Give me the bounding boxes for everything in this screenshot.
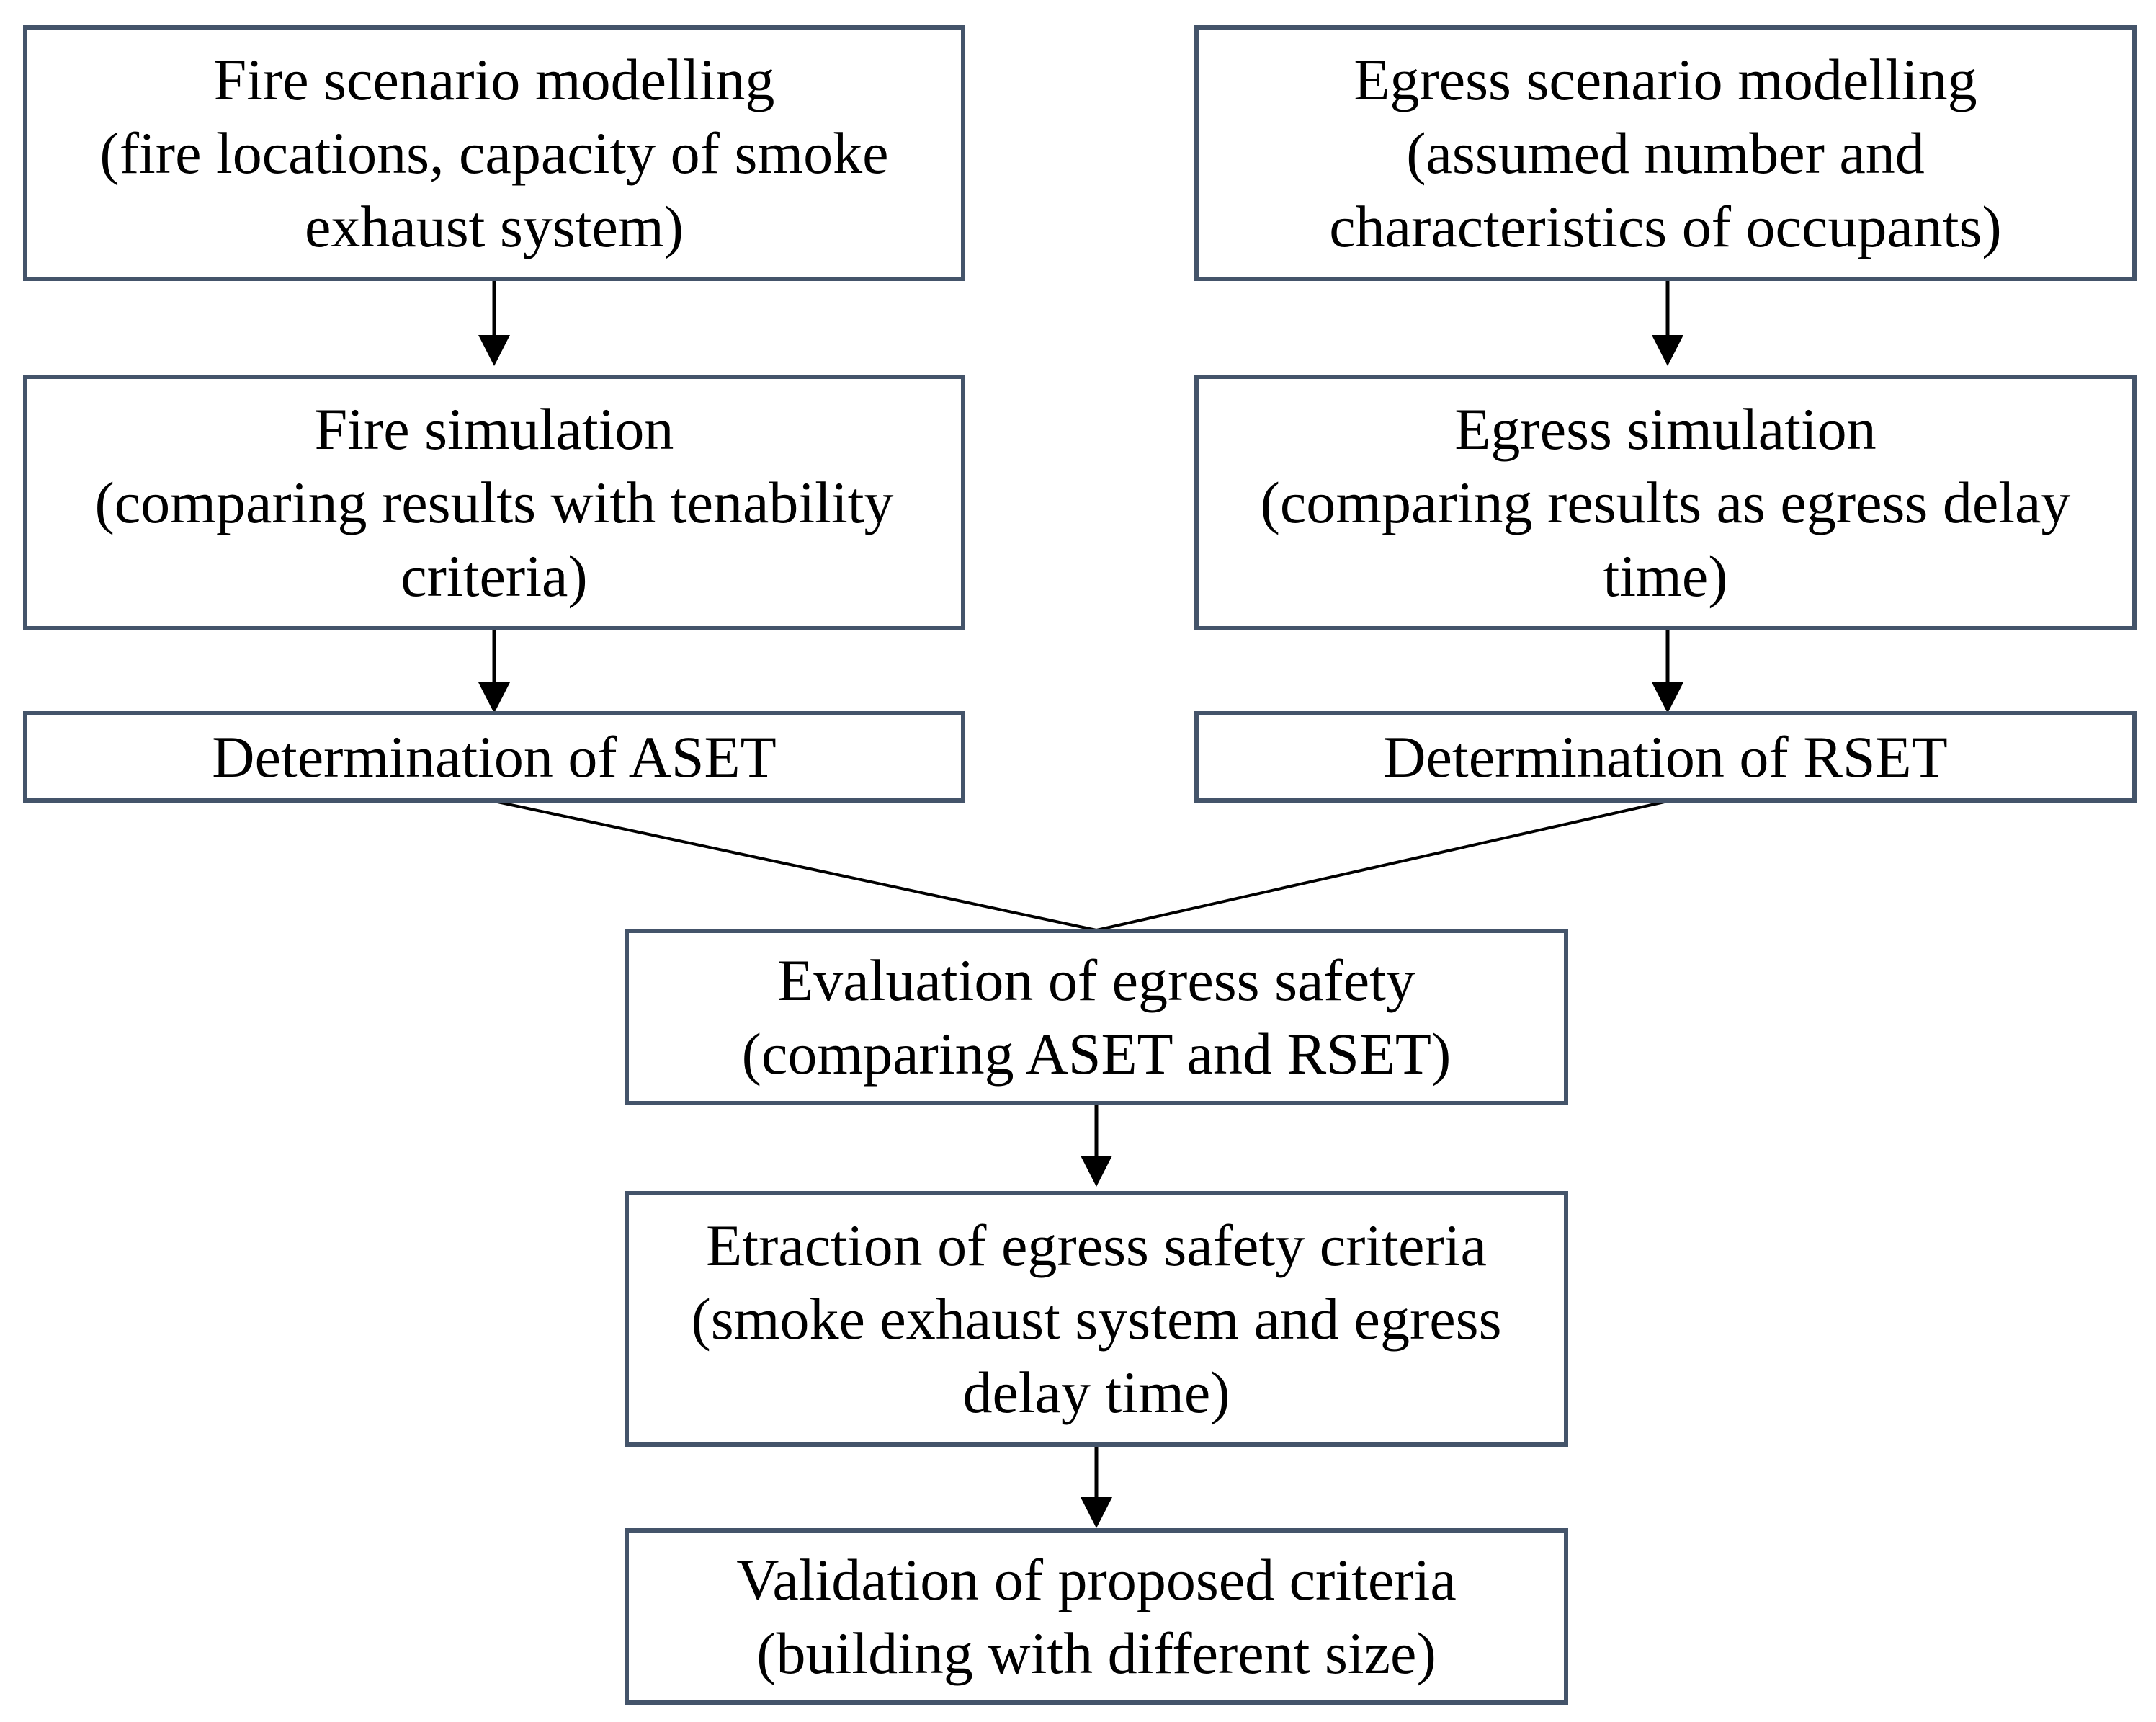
egress-simulation-detail-line-1: (comparing results as egress delay: [1260, 469, 2071, 535]
egress-scenario-title: Egress scenario modelling: [1354, 46, 1977, 112]
arrow-egress-simulation-to-rset: [1652, 629, 1683, 713]
egress-scenario-box: Egress scenario modelling (assumed numbe…: [1194, 25, 2137, 281]
egress-simulation-detail-line-2: time): [1603, 543, 1728, 609]
fire-simulation-detail-line-1: (comparing results with tenability: [94, 469, 894, 535]
evaluation-box: Evaluation of egress safety (comparing A…: [625, 929, 1568, 1105]
fire-simulation-title: Fire simulation: [314, 396, 674, 462]
extraction-detail-line-2: delay time): [962, 1359, 1230, 1425]
extraction-detail-line-1: (smoke exhaust system and egress: [691, 1285, 1502, 1352]
egress-scenario-detail-line-1: (assumed number and: [1406, 120, 1925, 186]
fire-scenario-box: Fire scenario modelling (fire locations,…: [23, 25, 965, 281]
rset-label: Determination of RSET: [1383, 723, 1948, 790]
validation-detail: (building with different size): [756, 1620, 1436, 1686]
fire-simulation-detail-line-2: criteria): [401, 543, 588, 609]
arrow-fire-simulation-to-aset: [478, 629, 510, 713]
egress-simulation-box: Egress simulation (comparing results as …: [1194, 375, 2137, 630]
arrow-evaluation-to-extraction: [1081, 1104, 1112, 1187]
validation-box: Validation of proposed criteria (buildin…: [625, 1528, 1568, 1705]
validation-title: Validation of proposed criteria: [736, 1546, 1457, 1612]
evaluation-detail: (comparing ASET and RSET): [741, 1020, 1452, 1087]
rset-box: Determination of RSET: [1194, 711, 2137, 803]
extraction-box: Etraction of egress safety criteria (smo…: [625, 1191, 1568, 1447]
evaluation-title: Evaluation of egress safety: [777, 947, 1415, 1013]
extraction-title: Etraction of egress safety criteria: [706, 1212, 1487, 1278]
merge-line-aset: [493, 800, 1097, 932]
aset-label: Determination of ASET: [212, 723, 777, 790]
fire-scenario-detail-line-1: (fire locations, capacity of smoke: [99, 120, 889, 186]
arrow-fire-scenario-to-fire-simulation: [478, 280, 510, 366]
aset-box: Determination of ASET: [23, 711, 965, 803]
egress-simulation-title: Egress simulation: [1454, 396, 1877, 462]
arrow-extraction-to-validation: [1081, 1445, 1112, 1528]
egress-scenario-detail-line-2: characteristics of occupants): [1329, 193, 2002, 259]
fire-scenario-title: Fire scenario modelling: [213, 46, 775, 112]
fire-scenario-detail-line-2: exhaust system): [304, 193, 684, 259]
merge-line-rset: [1096, 800, 1668, 932]
fire-simulation-box: Fire simulation (comparing results with …: [23, 375, 965, 630]
arrow-egress-scenario-to-egress-simulation: [1652, 280, 1683, 366]
